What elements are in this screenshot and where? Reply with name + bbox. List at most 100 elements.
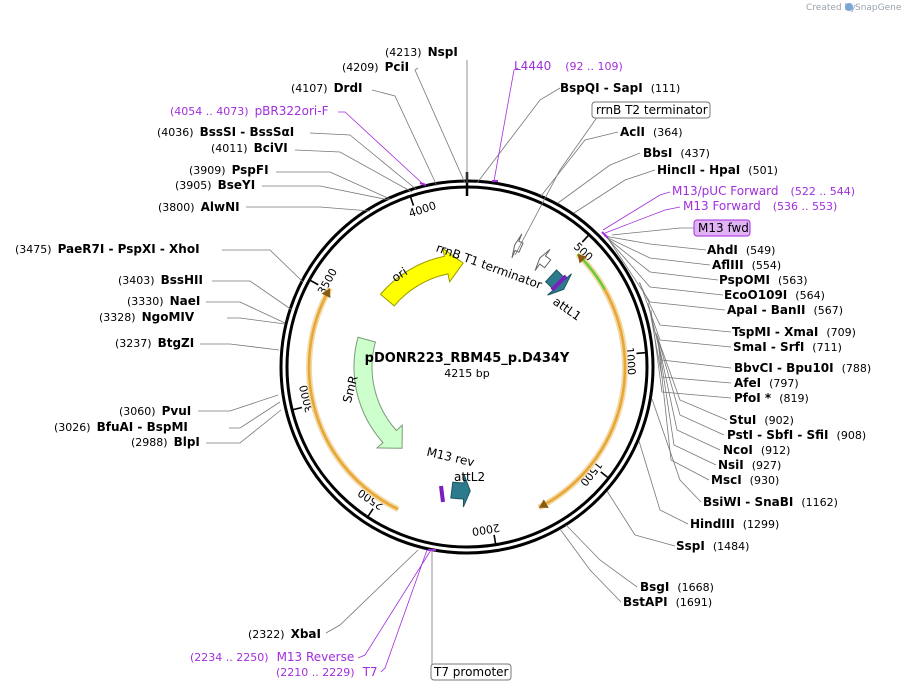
primer-m13-forward: M13 Forward(536 .. 553) <box>683 199 837 213</box>
site-bcivi: (4011)BciVI <box>211 141 288 155</box>
leader-pvui <box>198 394 279 412</box>
site-bsiwi: BsiWI - SnaBI(1162) <box>703 495 838 509</box>
site-afei: AfeI(797) <box>734 376 799 390</box>
feature-smr <box>353 336 403 449</box>
leader-btgzi <box>200 343 280 351</box>
leader-eco0109i <box>607 238 724 296</box>
leader-afliii <box>605 236 711 266</box>
plasmid-name: pDONR223_RBM45_p.D434Y <box>365 351 570 366</box>
primer-labels: L4440(92 .. 109) (4054 .. 4073)pBR322ori… <box>170 59 855 679</box>
orf-orange-1-arrowhead <box>539 499 549 509</box>
leader-psti <box>656 334 725 436</box>
site-psppomi: PspOMI(563) <box>719 273 808 287</box>
boxed-labels: rrnB T2 terminator M13 fwd T7 promoter <box>430 101 751 681</box>
site-eco0109i: EcoO109I(564) <box>724 288 825 302</box>
credit-brand: SnapGene <box>855 3 902 13</box>
primer-l4440: L4440(92 .. 109) <box>514 59 623 73</box>
label-attl1: attL1 <box>550 294 584 323</box>
site-bsssi: (4036)BssSI - BssSαI <box>157 125 294 139</box>
primer-marks <box>419 180 609 551</box>
leader-bbsi <box>557 152 641 204</box>
plasmid-length: 4215 bp <box>444 367 489 380</box>
leader-t7 <box>380 549 428 673</box>
site-stui: StuI(902) <box>729 413 794 427</box>
leader-bsshii <box>212 280 293 311</box>
site-pcii: (4209)PciI <box>342 60 409 74</box>
site-sapi: BspQI - SapI(111) <box>560 81 680 95</box>
site-nspi: (4213)NspI <box>385 45 458 59</box>
leader-m13-fwd <box>611 227 694 236</box>
leader-hpai <box>573 169 656 214</box>
leader-pbr322ori <box>338 111 424 185</box>
leader-ngomiv <box>227 317 286 325</box>
leader-pcii <box>414 67 466 184</box>
snapgene-logo-icon <box>845 3 853 11</box>
credit-created-by: Created by <box>806 3 856 13</box>
m13-fwd-label: M13 fwd <box>698 221 749 235</box>
site-leaders <box>198 60 732 668</box>
site-bsgi: BsgI(1668) <box>640 580 714 594</box>
site-bbvci: BbvCI - Bpu10I(788) <box>734 361 871 375</box>
site-ngomiv: (3328)NgoMIV <box>99 310 195 324</box>
site-btgzi: (3237)BtgZI <box>115 336 194 350</box>
site-ahdi: AhdI(549) <box>707 243 775 257</box>
primer-mark-m13-fwd <box>601 231 609 239</box>
leader-m13-puc <box>602 191 671 231</box>
site-xhoi: (3475)PaeR7I - PspXI - XhoI <box>15 242 200 256</box>
tick-4000 <box>409 195 415 206</box>
leader-nsii <box>657 339 717 466</box>
primer-leaders <box>338 67 681 673</box>
site-apai: ApaI - BanII(567) <box>727 303 843 317</box>
orf-orange-2-arrowhead <box>321 288 331 299</box>
site-bsshii: (3403)BssHII <box>118 273 203 287</box>
site-afliii: AflIII(554) <box>712 258 781 272</box>
rrnb-t2-box <box>591 101 711 119</box>
leader-psppomi <box>606 237 719 281</box>
site-hindiii: HindIII(1299) <box>690 517 779 531</box>
site-tspmi: TspMI - XmaI(709) <box>732 325 856 339</box>
cds-arcs <box>306 251 628 512</box>
feature-rrnb-t1 <box>534 248 552 271</box>
site-drdi: (4107)DrdI <box>291 81 363 95</box>
leader-blpi <box>206 409 282 444</box>
leader-m13-forward <box>604 206 681 234</box>
primer-m13-puc-forward: M13/pUC Forward(522 .. 544) <box>672 184 855 198</box>
site-blpi: (2988)BlpI <box>131 435 200 449</box>
leader-pfoi <box>650 309 732 399</box>
site-alwni: (3800)AlwNI <box>158 200 240 214</box>
leader-smai <box>639 282 732 348</box>
site-naei: (3330)NaeI <box>127 294 200 308</box>
tick-1500 <box>600 471 610 479</box>
t7-promoter-box <box>430 663 512 681</box>
orf-orange-1 <box>538 288 627 509</box>
leader-sapi <box>476 87 561 184</box>
orf-green-arrowhead <box>577 254 587 264</box>
feature-attl2 <box>450 474 471 508</box>
site-pfoi: PfoI *(819) <box>734 391 809 405</box>
leader-ncoi <box>656 335 721 451</box>
feature-rrnb-t2 <box>511 233 524 259</box>
tick-2500 <box>366 508 374 518</box>
tick-1000 <box>636 351 647 355</box>
site-bstapi: BstAPI(1691) <box>623 595 712 609</box>
leader-tspmi <box>638 281 732 333</box>
primer-m13-fwd-inner <box>550 274 568 292</box>
leader-sspi <box>606 490 676 547</box>
label-smr: SmR <box>340 374 361 404</box>
primer-m13-rev-inner <box>439 485 445 503</box>
tick-3000 <box>291 406 303 411</box>
primer-m13-reverse: (2234 .. 2250)M13 Reverse <box>190 650 354 664</box>
site-hpai: HincII - HpaI(501) <box>657 163 778 177</box>
site-bspmi: (3026)BfuAI - BspMI <box>54 420 188 434</box>
primer-pbr322ori-f: (4054 .. 4073)pBR322ori-F <box>170 104 329 118</box>
t7-promoter-label: T7 promoter <box>433 665 509 679</box>
m13-fwd-box <box>693 219 751 237</box>
primer-t7: (2210 .. 2229)T7 <box>276 665 378 679</box>
site-pvui: (3060)PvuI <box>119 404 191 418</box>
site-bbsi: BbsI(437) <box>643 146 710 160</box>
leader-l4440 <box>493 67 519 182</box>
site-pspfi: (3909)PspFI <box>189 163 269 177</box>
primer-mark-pbr322ori <box>419 182 427 186</box>
site-psti: PstI - SbfI - SfiI(908) <box>727 428 866 442</box>
